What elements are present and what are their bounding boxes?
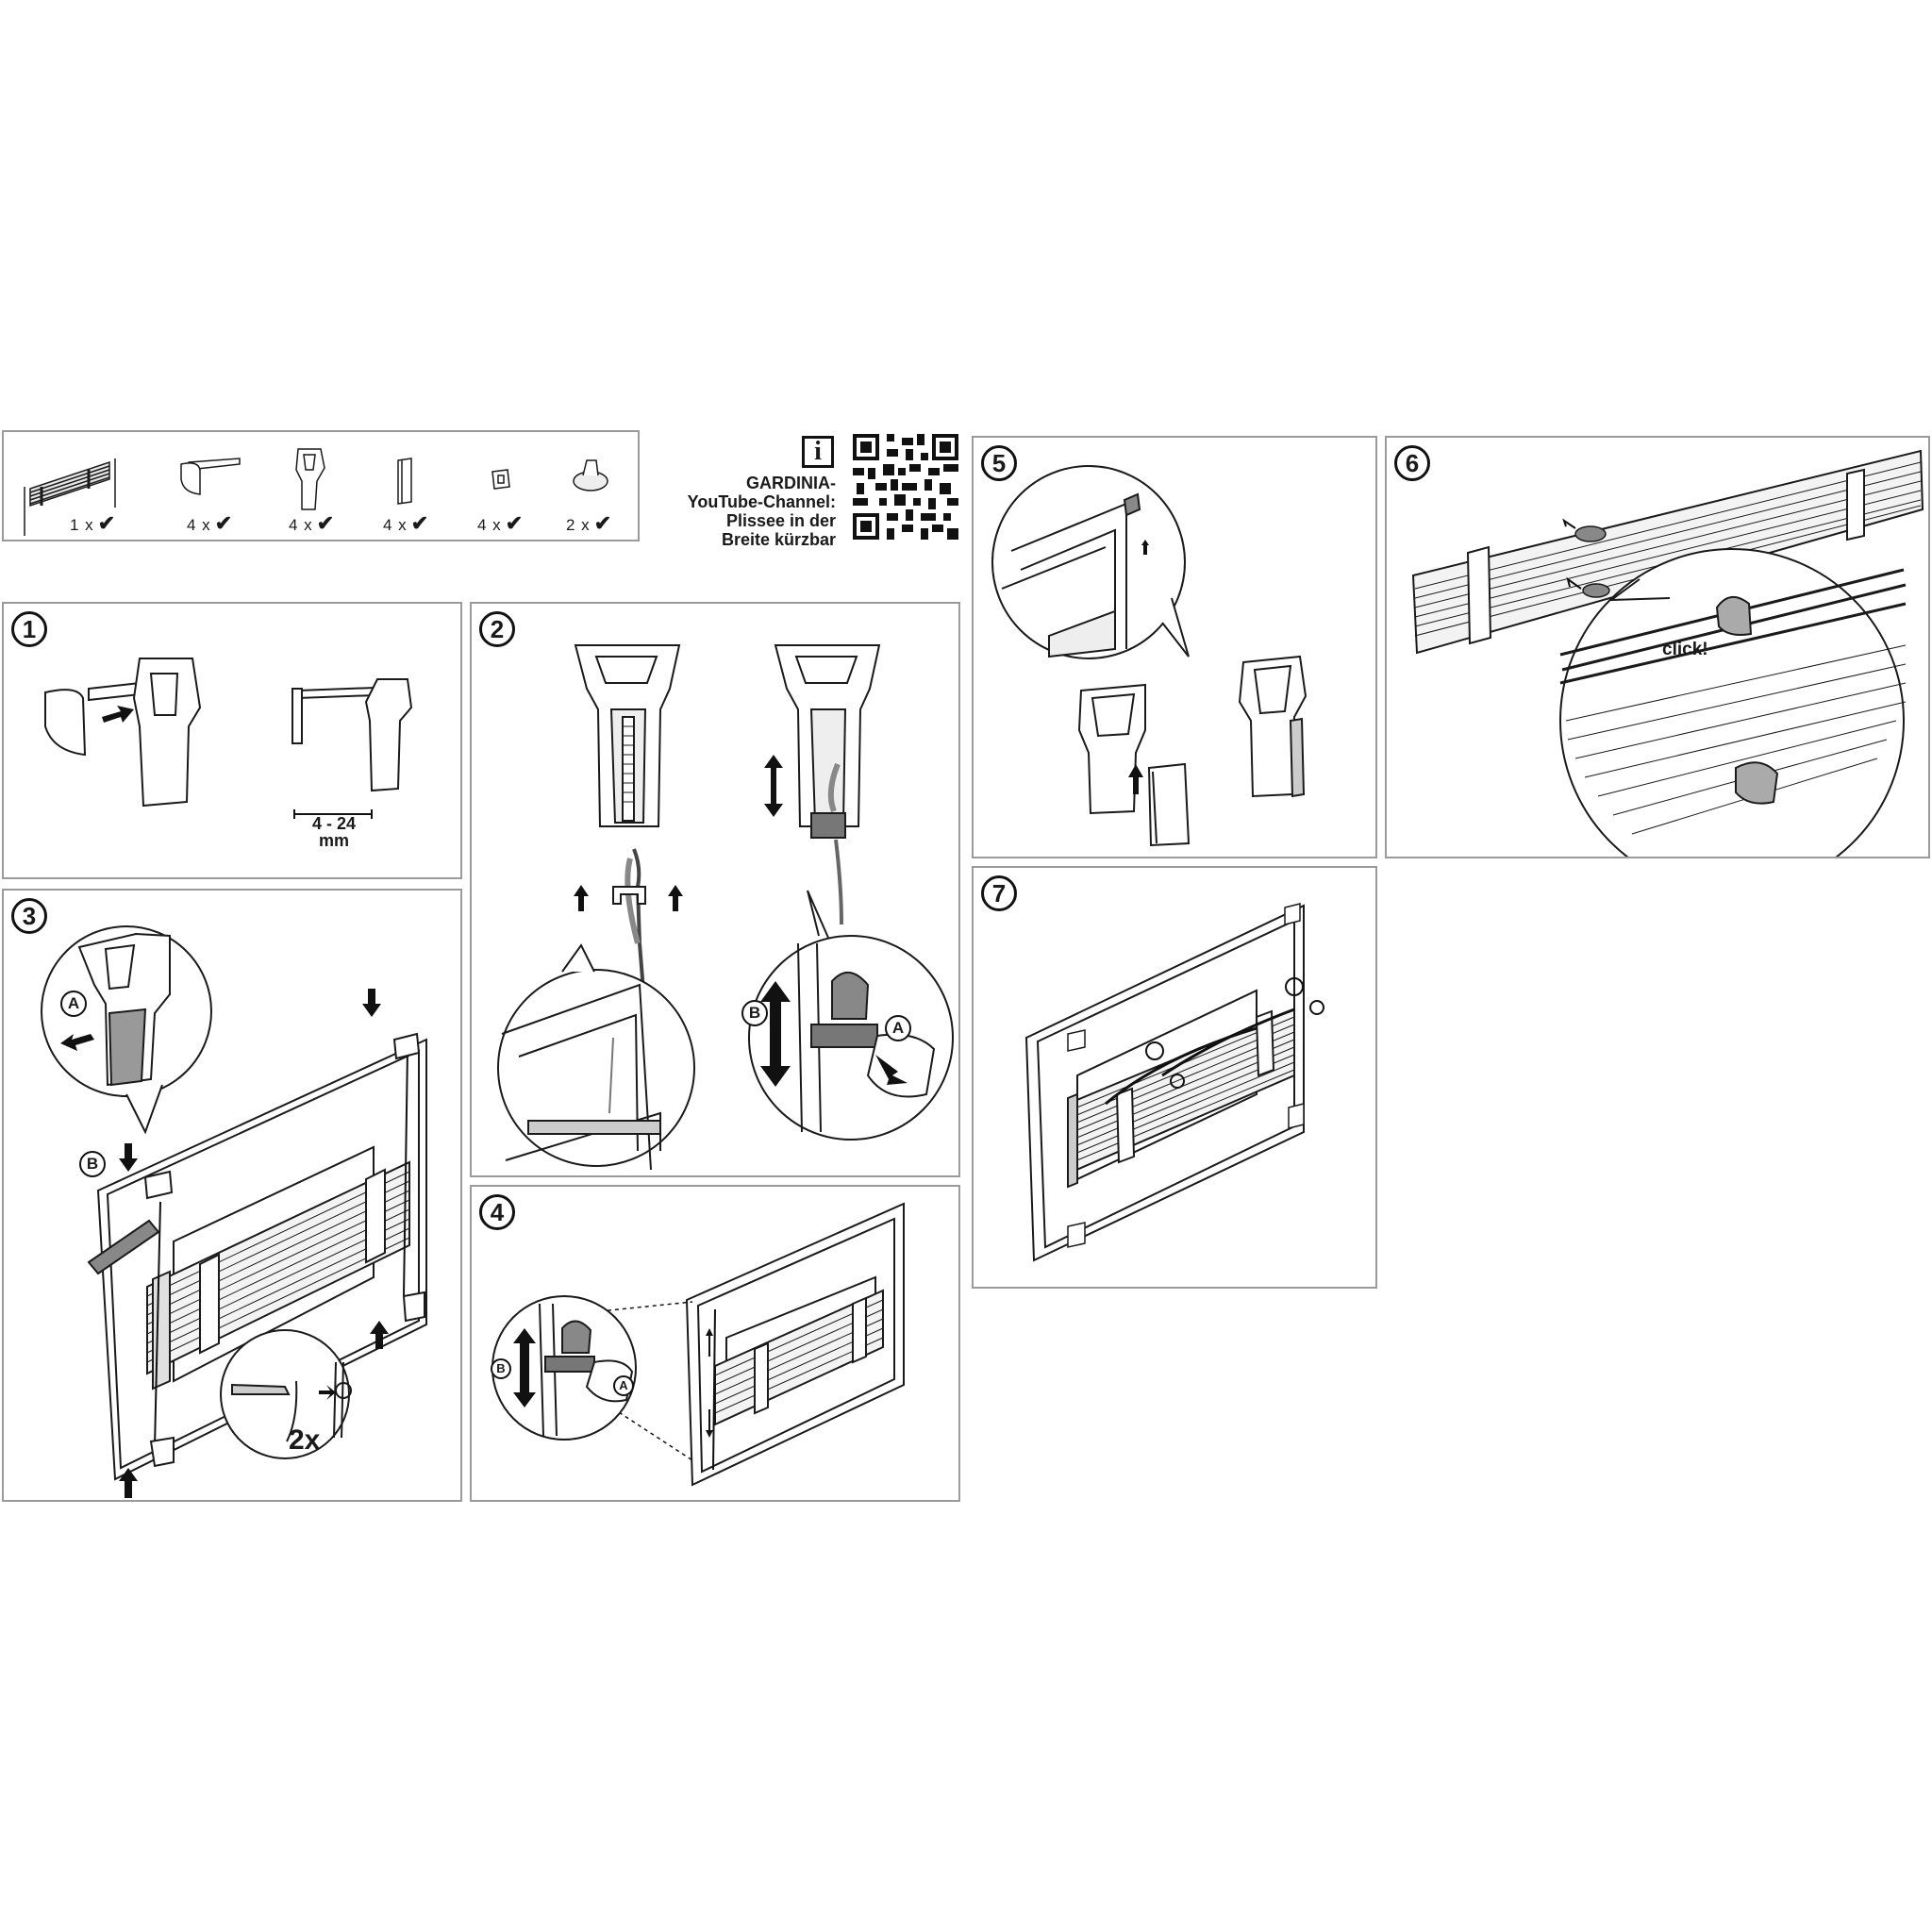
part-qty-2: 4 x✔ [187,511,234,535]
scissors-icon [1285,977,1304,996]
step-1-illustration [44,658,413,819]
info-line-4: Breite kürzbar [721,530,836,549]
arrow-down-small-icon [706,1409,713,1438]
step-3-repeat-label: 2x [289,1424,321,1456]
step-7-number: 7 [981,875,1017,911]
arrow-up-down-icon [513,1328,536,1407]
step-2-number: 2 [479,611,515,647]
arrow-down-right-icon [875,1055,908,1085]
step-7-panel: 7 [972,866,1377,1289]
step-5-number: 5 [981,445,1017,481]
arrow-up-down-icon [764,755,783,817]
step-4-illustration [491,1202,905,1487]
arrow-up-icon [1128,764,1143,794]
clamp-holder-icon [295,448,325,510]
step-1-measure-label: 4 - 24 mm [311,814,357,850]
pleated-blind-icon [24,458,116,536]
step-2-cord-detail [748,890,954,1141]
step-1-number: 1 [11,611,47,647]
step-4-number: 4 [479,1194,515,1230]
step-5-illustration [991,465,1307,847]
callout-b: B [741,1000,768,1026]
qr-code-icon[interactable] [853,434,958,540]
part-qty-3: 4 x✔ [289,511,336,535]
arrow-up-icon [668,885,683,911]
part-qty-5: 4 x✔ [477,511,525,535]
part-qty-1: 1 x✔ [70,511,117,535]
step-3-clamp-detail [41,925,212,1135]
step-6-illustration [1411,449,1924,857]
arrow-down-icon [362,989,381,1017]
spacer-clip-icon [397,458,412,505]
youtube-channel-info: GARDINIA- YouTube-Channel: Plissee in de… [688,474,836,549]
arrow-up-small-icon [706,1328,713,1357]
step-3-knot-detail [220,1329,352,1459]
step-6-panel: 6 click! [1385,436,1930,858]
callout-a: A [613,1375,634,1396]
step-3-number: 3 [11,898,47,934]
scissors-icon [1145,1041,1164,1060]
arrow-left-icon [60,1034,94,1051]
step-2-panel: 2 [470,602,960,1177]
step-7-illustration [1024,903,1324,1262]
step-3-panel: 3 [2,889,462,1502]
info-line-2: YouTube-Channel: [687,492,836,511]
handle-grip-icon [573,459,608,491]
parts-list-panel: 1 x✔ 4 x✔ 4 x✔ 4 x✔ 4 x✔ 2 x✔ [2,430,640,541]
callout-b: B [491,1358,511,1379]
step-1-panel: 1 4 - 24 mm [2,602,462,879]
step-3-illustration [41,925,427,1498]
small-clip-icon [491,469,510,490]
step-5-panel: 5 [972,436,1377,858]
arrow-up-down-large-icon [760,981,791,1087]
step-2-illustration [497,644,954,1171]
arrow-right-small-icon [319,1385,336,1400]
step-5-window-detail [991,465,1190,659]
part-qty-4: 4 x✔ [383,511,430,535]
step-6-click-detail [1559,548,1907,857]
bracket-arm-icon [180,458,241,495]
callout-b: B [79,1151,106,1177]
callout-a: A [885,1015,911,1041]
arrow-down-icon [119,1143,138,1172]
step-2-detail-window [497,943,695,1171]
part-qty-6: 2 x✔ [566,511,613,535]
info-icon: i [802,436,834,468]
step-4-cord-detail [491,1295,637,1441]
callout-a: A [60,991,87,1017]
parts-illustrations [24,448,608,536]
info-line-3: Plissee in der [725,511,836,530]
step-4-panel: 4 B A [470,1185,960,1502]
arrow-up-icon [119,1468,138,1498]
arrow-up-icon [574,885,589,911]
arrow-up-icon [370,1321,389,1349]
step-6-number: 6 [1394,445,1430,481]
click-label: click! [1662,640,1708,659]
info-line-1: GARDINIA- [746,474,836,492]
arrow-right-icon [102,706,134,723]
